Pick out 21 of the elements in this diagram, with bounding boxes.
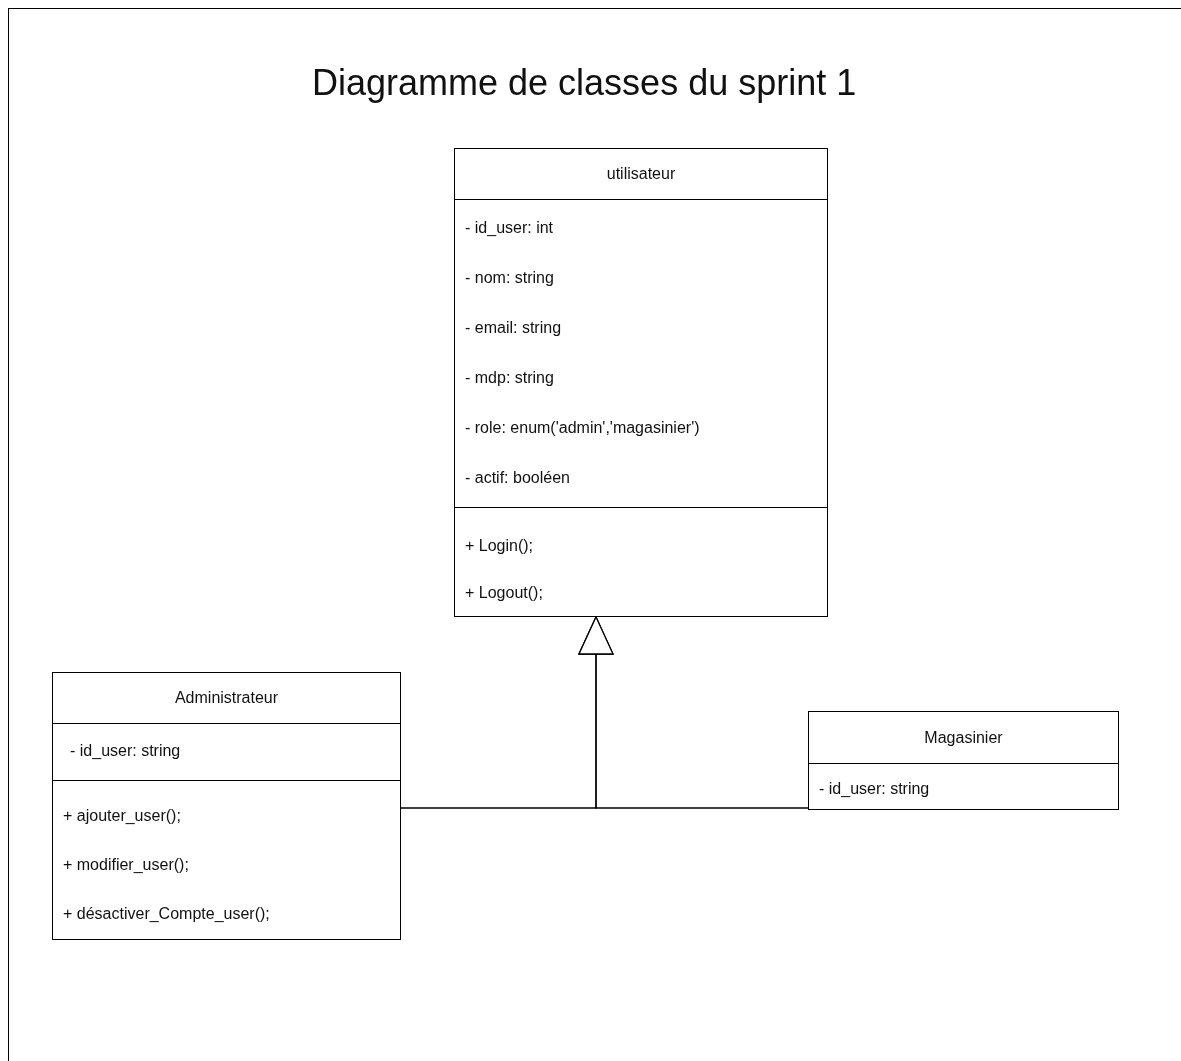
member-text: - id_user: int: [465, 218, 554, 238]
member-text: + désactiver_Compte_user();: [63, 904, 270, 925]
member-text: - mdp: string: [465, 368, 554, 388]
member-text: + Logout();: [465, 582, 543, 603]
member-text: - role: enum('admin','magasinier'): [465, 418, 700, 438]
class-box: [454, 148, 828, 617]
class-name: Magasinier: [924, 727, 1003, 748]
member-text: - id_user: string: [819, 778, 930, 799]
member-text: + ajouter_user();: [63, 805, 181, 826]
member-text: - nom: string: [465, 268, 554, 288]
member-text: - email: string: [465, 318, 562, 338]
member-text: - id_user: string: [70, 741, 181, 761]
member-text: - actif: booléen: [465, 468, 570, 488]
class-box: [808, 711, 1119, 810]
class-box: [52, 672, 401, 940]
member-text: + modifier_user();: [63, 855, 189, 875]
class-name: Administrateur: [174, 688, 279, 708]
class-name: utilisateur: [606, 164, 676, 184]
diagram-title: Diagramme de classes du sprint 1: [312, 61, 857, 105]
generalization-arrow: [578, 616, 809, 809]
member-text: + Login();: [465, 535, 534, 556]
